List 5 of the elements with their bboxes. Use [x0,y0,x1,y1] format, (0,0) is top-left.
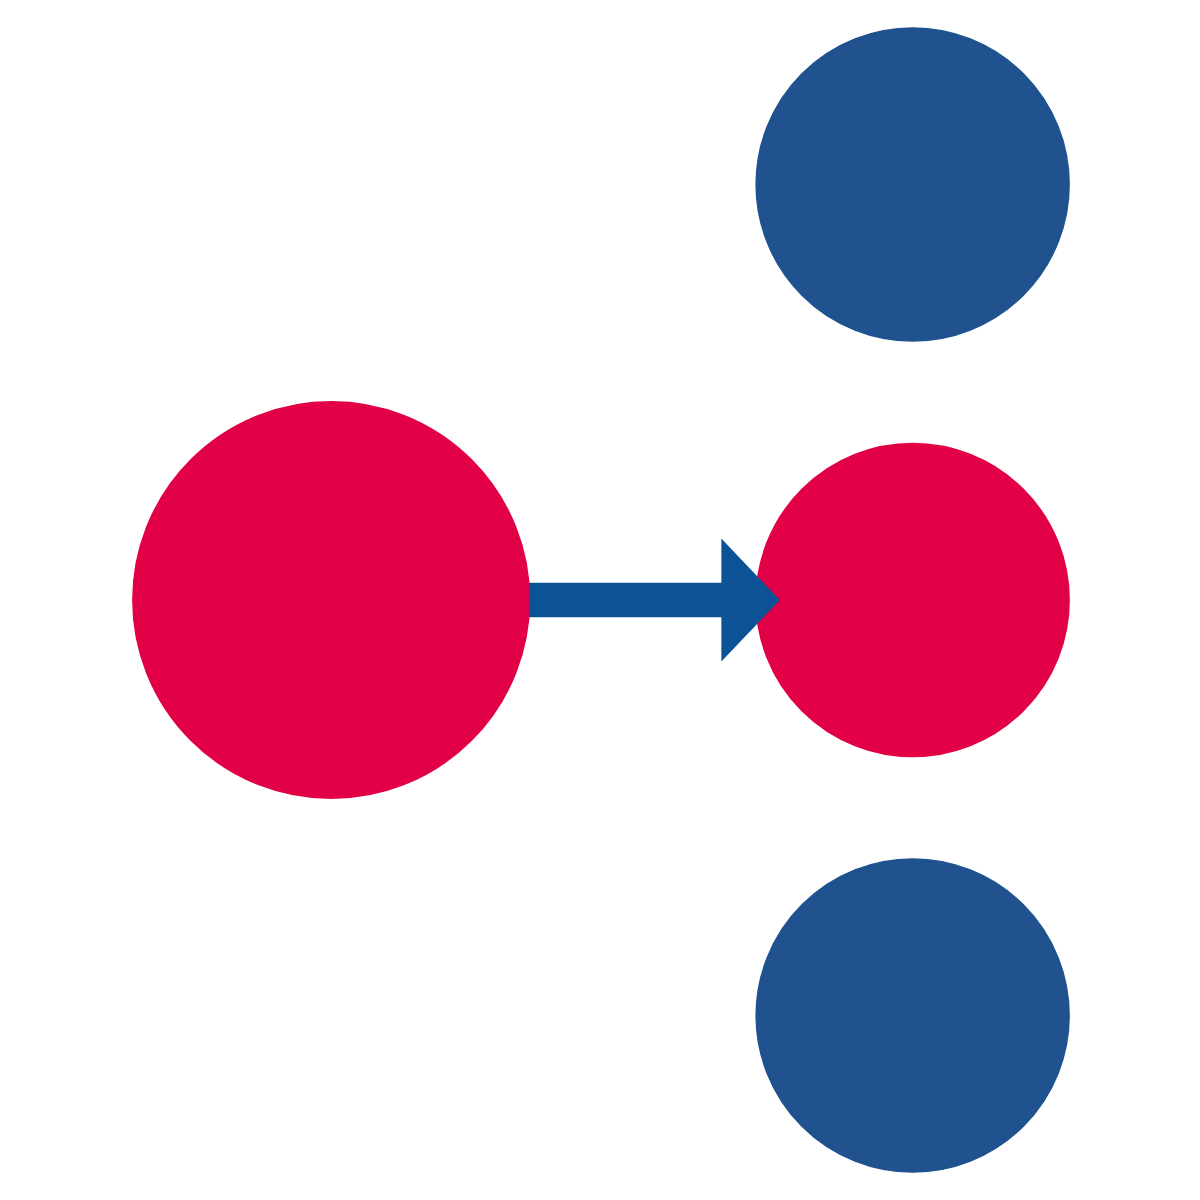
node-circle [754,858,1069,1173]
node-circle [754,27,1069,342]
arrow [528,538,779,662]
node-circle [131,400,530,800]
node-circle [754,442,1069,758]
